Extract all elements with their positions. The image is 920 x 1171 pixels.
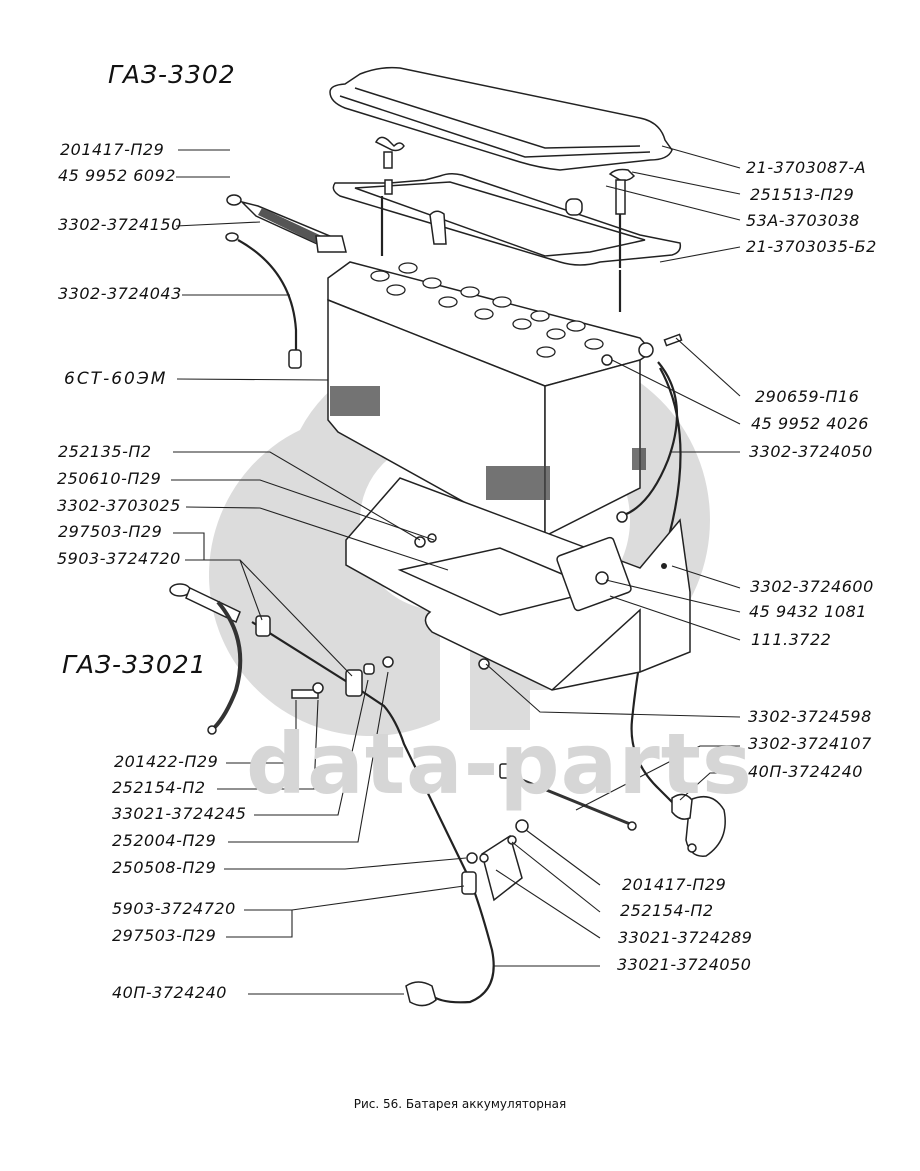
leader-lines [171,145,741,995]
part-label: 45 9952 4026 [751,414,869,433]
part-label: 21-3703087-А [746,158,867,177]
model-label-gaz-33021: ГАЗ-33021 [62,650,207,679]
part-label: 252154-П2 [112,778,206,797]
part-label: 3302-3724043 [58,284,182,303]
part-label: 45 9432 1081 [749,602,867,621]
part-label: 3302-3724050 [749,442,873,461]
part-label: 290659-П16 [755,387,860,406]
clamp-bolts [374,136,636,312]
part-label: 252004-П29 [112,831,217,850]
figure-caption: Рис. 56. Батарея аккумуляторная [353,1097,567,1111]
part-label: 251513-П29 [750,185,855,204]
part-label: 252154-П2 [620,901,714,920]
battery-frame [332,172,682,266]
part-label: 5903-3724720 [57,549,181,568]
part-label: 3302-3724598 [748,707,872,726]
part-label: 252135-П2 [58,442,152,461]
part-label: 45 9952 6092 [58,166,176,185]
part-label: 40П-3724240 [112,983,227,1002]
part-label: 111.3722 [751,630,832,649]
part-label: 33021-3724245 [112,804,247,823]
part-label: 3302-3703025 [57,496,181,515]
battery-tray [345,477,691,691]
cable-33021 [169,583,726,1007]
part-label: 40П-3724240 [748,762,863,781]
part-label: 201417-П29 [622,875,727,894]
part-label: 53А-3703038 [746,211,860,230]
part-label: 3302-3724600 [750,577,874,596]
part-label: 250610-П29 [57,469,162,488]
part-label: 3302-3724150 [58,215,182,234]
model-label-gaz-3302: ГАЗ-3302 [108,60,236,89]
part-label: 5903-3724720 [112,899,236,918]
part-label: 3302-3724107 [748,734,872,753]
part-label: 33021-3724050 [617,955,752,974]
part-label: 201422-П29 [114,752,219,771]
part-label-battery: 6СТ-60ЭМ [64,369,168,389]
battery-6ST-60EM [327,261,654,538]
part-label: 250508-П29 [112,858,217,877]
part-label: 21-3703035-Б2 [746,237,877,256]
part-label: 297503-П29 [58,522,163,541]
part-label: 201417-П29 [60,140,165,159]
ground-cable-3302 [225,194,347,369]
battery-cover [329,66,673,171]
part-label: 33021-3724289 [618,928,753,947]
part-label: 297503-П29 [112,926,217,945]
watermark-text: data-parts [246,715,753,813]
